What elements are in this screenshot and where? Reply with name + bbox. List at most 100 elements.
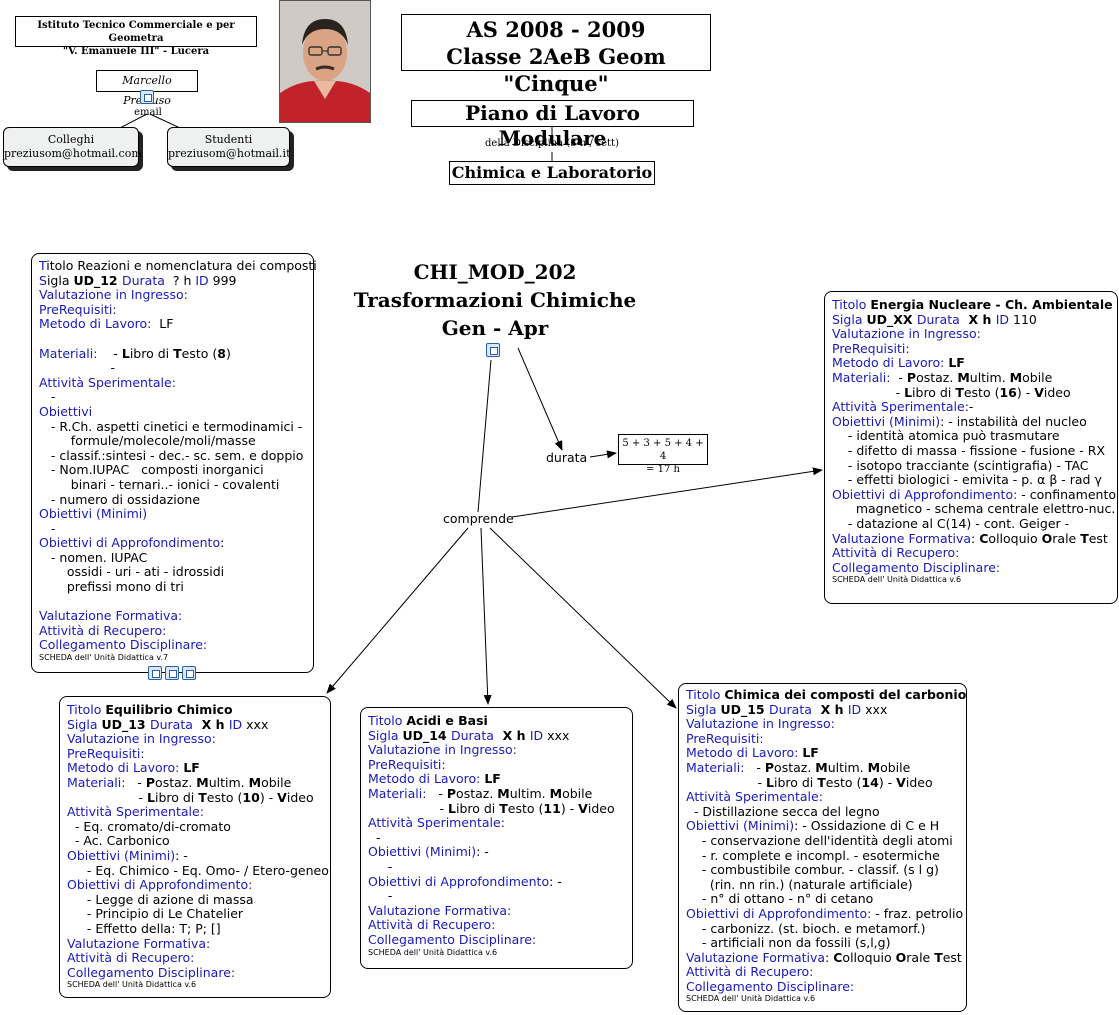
contact-colleghi-email[interactable]: preziusom@hotmail.com: [4, 147, 142, 160]
card-line: Metodo di Lavoro: LF: [39, 316, 174, 332]
card-line: Materiali: - Postaz. Multim. Mobile: [368, 785, 593, 801]
card-ud12[interactable]: Titolo Reazioni e nomenclatura dei compo…: [31, 253, 317, 673]
arrow-to-durata: [517, 347, 563, 451]
card-line: Obiettivi di Approfondimento: - confinam…: [832, 486, 1116, 502]
card-footer: SCHEDA dell' Unità Didattica v.6: [832, 575, 962, 585]
card-line: Attività Sperimentale:: [67, 804, 204, 820]
card-line: - nomen. IUPAC: [39, 549, 148, 565]
card-line: Sigla UD_XX Durata X h ID 110: [832, 311, 1037, 327]
card-line: - Ac. Carbonico: [67, 833, 170, 849]
school-line2: "V. Emanuele III" - Lucera: [62, 46, 210, 57]
card-line: - combustibile combur. - classif. (s l g…: [686, 862, 939, 878]
card-footer: SCHEDA dell' Unità Didattica v.6: [686, 994, 816, 1004]
card-line: - classif.:sintesi - dec.- sc. sem. e do…: [39, 447, 304, 463]
card-line: Attività di Recupero:: [832, 545, 960, 561]
contact-studenti[interactable]: Studenti preziusom@hotmail.it: [167, 127, 291, 167]
card-line: - Eq. Chimico - Eq. Omo- / Etero-geneo: [67, 862, 329, 878]
card-line: - n° di ottano - n° di cetano: [686, 891, 874, 907]
contact-studenti-email[interactable]: preziusom@hotmail.it: [168, 147, 291, 160]
card-line: Metodo di Lavoro: LF: [368, 771, 501, 787]
card-line: - numero di ossidazione: [39, 491, 201, 507]
card-line: - Libro di Testo (14) - Video: [686, 774, 933, 790]
card-line: Sigla UD_14 Durata X h ID xxx: [368, 727, 570, 743]
card-line: - effetti biologici - emivita - p. α β -…: [832, 472, 1102, 488]
card-ud15[interactable]: Titolo Chimica dei composti del carbonio…: [678, 683, 967, 1012]
card-line: Valutazione in Ingresso:: [832, 326, 981, 342]
card-line: - Effetto della: T; P; []: [67, 920, 221, 936]
card-line: Valutazione Formativa:: [368, 902, 512, 918]
durata-label: durata: [546, 450, 588, 465]
card-line: Attività Sperimentale:: [39, 374, 176, 390]
card-line: - Distillazione secca del legno: [686, 803, 880, 819]
card-udxx[interactable]: Titolo Energia Nucleare - Ch. Ambientale…: [824, 291, 1118, 604]
contact-colleghi[interactable]: Colleghi preziusom@hotmail.com: [3, 127, 142, 167]
card-line: Obiettivi (Minimi): -: [67, 847, 188, 863]
teacher-name-box: Marcello Preziuso: [96, 70, 198, 107]
card-line: - Nom.IUPAC composti inorganici: [39, 462, 264, 478]
card-line: binari - ternari..- ionici - covalenti: [39, 476, 280, 492]
card-line: Obiettivi (Minimi): - instabilità del nu…: [832, 413, 1087, 429]
card-line: Attività di Recupero:: [368, 917, 496, 933]
arrow-to-ud15: [489, 527, 677, 709]
plan-subtitle: della Disciplina (3 h / sett): [485, 138, 619, 149]
note-icon[interactable]: [165, 666, 179, 680]
card-line: Obiettivi di Approfondimento: - fraz. pe…: [686, 905, 964, 921]
card-line: Obiettivi: [39, 403, 93, 419]
hierarchy-icon[interactable]: [182, 666, 196, 680]
card-line: prefissi mono di tri: [39, 579, 184, 595]
card-line: Attività di Recupero:: [39, 622, 167, 638]
hierarchy-icon[interactable]: [486, 343, 500, 357]
card-footer: SCHEDA dell' Unità Didattica v.6: [67, 980, 197, 990]
email-link-colleghi: [119, 113, 148, 129]
card-line: formule/molecole/moli/masse: [39, 433, 256, 449]
note-icon[interactable]: [140, 90, 154, 104]
module-name: Trasformazioni Chimiche: [353, 288, 637, 312]
card-line: - conservazione dell'identità degli atom…: [686, 832, 953, 848]
card-line: - Libro di Testo (11) - Video: [368, 800, 615, 816]
plan-title: Piano di Lavoro Modulare: [465, 101, 640, 150]
card-line: - Principio di Le Chatelier: [67, 906, 244, 922]
card-line: Collegamento Disciplinare:: [832, 559, 1001, 575]
image-icon[interactable]: [148, 666, 162, 680]
card-line: Materiali: - Libro di Testo (8): [39, 345, 231, 361]
school-box: Istituto Tecnico Commerciale e per Geome…: [15, 16, 257, 57]
card-line: Collegamento Disciplinare:: [39, 637, 208, 653]
card-line: - Libro di Testo (16) - Video: [832, 384, 1071, 400]
arrow-to-ud13: [326, 527, 469, 694]
card-line: Materiali: - Postaz. Multim. Mobile: [832, 369, 1053, 385]
card-line: Titolo Equilibrio Chimico: [67, 702, 233, 717]
card-line: Attività Sperimentale:: [686, 789, 823, 805]
card-footer: SCHEDA dell' Unità Didattica v.7: [39, 653, 169, 663]
card-line: - Libro di Testo (10) - Video: [67, 789, 314, 805]
contact-colleghi-label: Colleghi: [47, 133, 95, 146]
card-line: ossidi - uri - ati - idrossidi: [39, 564, 225, 580]
school-line1: Istituto Tecnico Commerciale e per Geome…: [37, 20, 235, 44]
card-line: Attività Sperimentale:: [368, 815, 505, 831]
card-line: Valutazione in Ingresso:: [686, 716, 835, 732]
card-line: - identità atomica può trasmutare: [832, 428, 1060, 444]
card-line: [39, 332, 307, 347]
durata-sum: 5 + 3 + 5 + 4 + 4: [622, 438, 704, 462]
card-line: -: [39, 520, 56, 536]
card-line: Obiettivi (Minimi): -: [368, 844, 489, 860]
durata-total: = 17 h: [646, 464, 680, 475]
card-line: Materiali: - Postaz. Multim. Mobile: [67, 774, 292, 790]
comprende-label: comprende: [443, 511, 514, 526]
card-line: Obiettivi di Approfondimento:: [39, 535, 225, 551]
card-line: -: [39, 389, 56, 405]
card-line: Metodo di Lavoro: LF: [67, 760, 200, 776]
module-period: Gen - Apr: [441, 316, 549, 340]
card-line: Titolo Energia Nucleare - Ch. Ambientale: [832, 297, 1113, 312]
card-line: Collegamento Disciplinare:: [368, 931, 537, 947]
card-line: Valutazione Formativa: Colloquio Orale T…: [832, 530, 1108, 546]
subject-name: Chimica e Laboratorio: [451, 163, 653, 182]
module-title: CHI_MOD_202 Trasformazioni Chimiche Gen …: [340, 258, 650, 342]
card-line: Sigla UD_15 Durata X h ID xxx: [686, 701, 888, 717]
card-line: - artificiali non da fossili (s,l,g): [686, 935, 891, 951]
contact-studenti-label: Studenti: [204, 133, 253, 146]
plan-title-box: Piano di Lavoro Modulare: [411, 100, 694, 150]
card-line: Attività Sperimentale:-: [832, 399, 974, 415]
